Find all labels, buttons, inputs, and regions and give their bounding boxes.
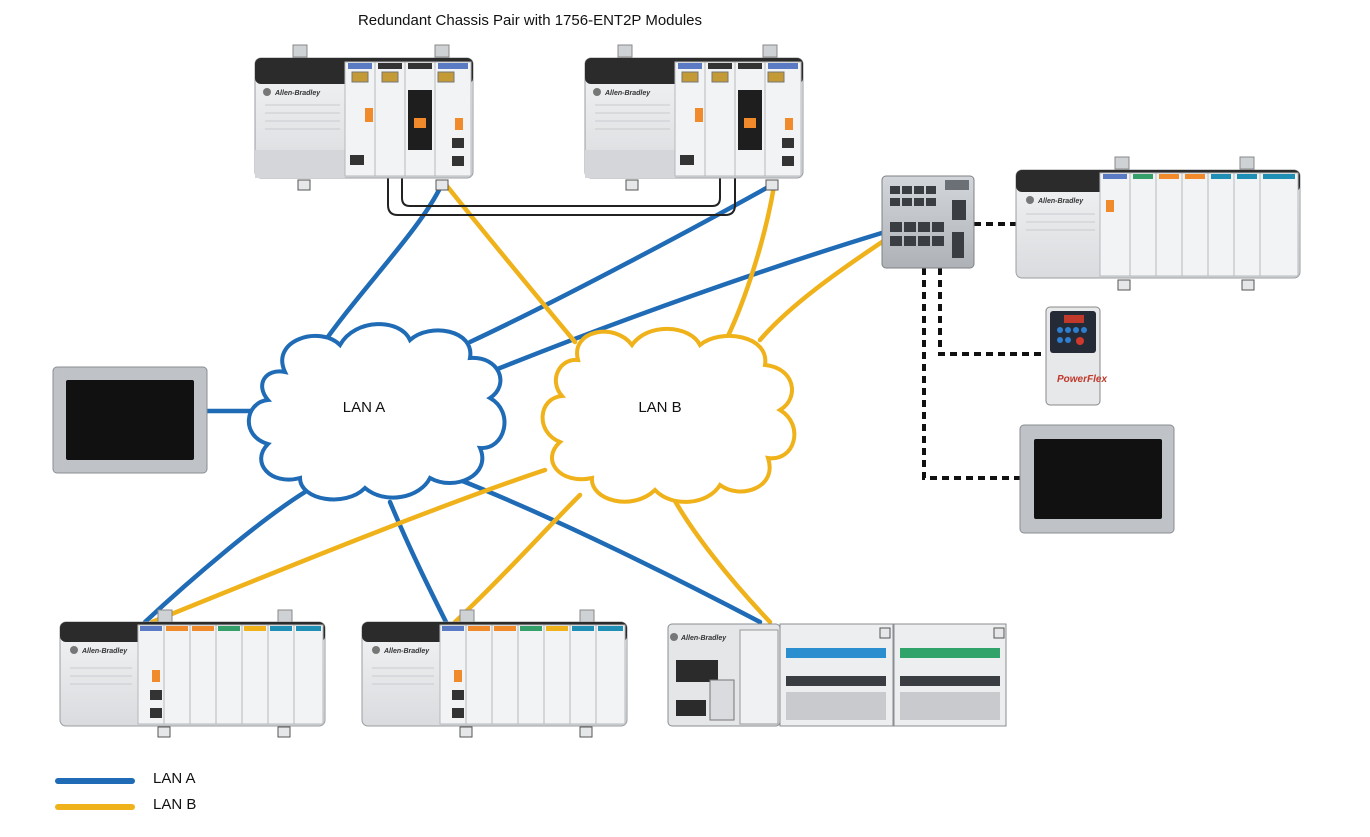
lan-a-cable-io [457, 477, 763, 625]
lan-a-cables [142, 183, 888, 625]
lan-a-cloud-label: LAN A [342, 399, 386, 416]
powerflex-drive: PowerFlex [1045, 306, 1107, 406]
lan-b-cable-bl-chassis [149, 467, 548, 625]
switch-to-drive-link [938, 268, 1046, 356]
chassis-brand-label: Allen-Bradley [274, 90, 321, 97]
legend-label-lan-b: LAN B [153, 796, 197, 813]
ethernet-switch [881, 175, 975, 269]
distributed-io-adapter: Allen-Bradley [667, 623, 1007, 727]
redundancy-fiber [387, 178, 736, 216]
io-chassis-bottom-left: Allen-Bradley [59, 609, 326, 738]
lan-b-cloud [540, 326, 797, 504]
remote-io-chassis-right: Allen-Bradley [1015, 156, 1301, 291]
io-chassis-bottom-middle: Allen-Bradley [361, 609, 628, 738]
bl-chassis-brand: Allen-Bradley [81, 648, 128, 655]
io-adapter-brand: Allen-Bradley [680, 635, 727, 642]
lan-b-cable-chassis1 [444, 183, 578, 345]
lan-b-cable-switch [757, 237, 888, 343]
lan-b-cable-io [667, 489, 773, 625]
legend-swatch-lan-a [55, 778, 135, 784]
chassis-brand-label-2: Allen-Bradley [604, 90, 651, 97]
hmi-terminal-left [52, 366, 208, 474]
lan-a-cloud [246, 322, 507, 502]
dashed-network-links [922, 222, 1046, 480]
bm-chassis-brand: Allen-Bradley [383, 648, 430, 655]
redundant-chassis-secondary: Allen-Bradley [584, 44, 804, 191]
switch-to-hmi-link [922, 268, 1020, 480]
diagram-title: Redundant Chassis Pair with 1756-ENT2P M… [357, 12, 703, 29]
lan-a-cable-bl-chassis [142, 489, 308, 625]
lan-a-cable-chassis2 [467, 183, 773, 345]
lan-a-cable-chassis1 [317, 183, 444, 351]
right-chassis-brand: Allen-Bradley [1037, 198, 1084, 205]
lan-b-cables [149, 183, 888, 625]
lan-b-cable-bm-chassis [452, 492, 583, 625]
lan-a-cable-bm-chassis [387, 499, 449, 625]
legend-label-lan-a: LAN A [153, 770, 196, 787]
redundant-chassis-primary: Allen-Bradley [254, 44, 474, 191]
lan-b-cable-chassis2 [725, 183, 777, 339]
drive-brand-label: PowerFlex [1057, 374, 1107, 385]
hmi-terminal-right [1019, 424, 1175, 534]
lan-a-cable-switch [487, 229, 888, 375]
legend-swatch-lan-b [55, 804, 135, 810]
lan-b-cloud-label: LAN B [638, 399, 682, 416]
